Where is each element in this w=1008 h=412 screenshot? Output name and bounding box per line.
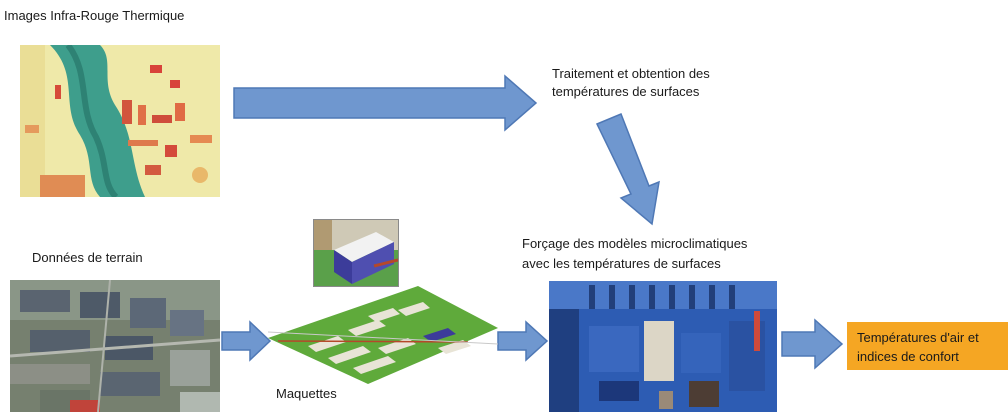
- output-label-line1: Températures d'air et: [857, 330, 979, 345]
- model-plane-drawing: [268, 286, 498, 384]
- arrow-model-to-simulation: [497, 320, 549, 362]
- output-label-line2: indices de confort: [857, 349, 959, 364]
- forcing-label-line1: Forçage des modèles microclimatiques: [522, 236, 748, 251]
- simulation-render-drawing: [549, 281, 777, 412]
- arrow-processing-to-forcing: [595, 113, 660, 226]
- field-aerial-photo: [10, 280, 220, 412]
- aerial-photo-drawing: [10, 280, 220, 412]
- model-plane: [268, 286, 498, 384]
- models-label: Maquettes: [276, 386, 337, 401]
- microclimate-simulation-render: [549, 281, 777, 412]
- thermal-map-drawing: [20, 45, 220, 197]
- field-data-label: Données de terrain: [32, 250, 143, 265]
- forcing-label-line2: avec les températures de surfaces: [522, 256, 721, 271]
- arrow-thermal-to-processing: [233, 74, 538, 132]
- arrow-simulation-to-output: [781, 318, 844, 370]
- processing-label-line1: Traitement et obtention des: [552, 66, 710, 81]
- arrow-field-to-model: [221, 320, 272, 362]
- building-3d-render: [313, 219, 399, 287]
- output-result-box: Températures d'air et indices de confort: [847, 322, 1008, 370]
- processing-label-line2: températures de surfaces: [552, 84, 700, 99]
- thermal-infrared-image: [20, 45, 220, 197]
- thermal-images-title: Images Infra-Rouge Thermique: [4, 8, 185, 23]
- building-render-drawing: [314, 220, 398, 286]
